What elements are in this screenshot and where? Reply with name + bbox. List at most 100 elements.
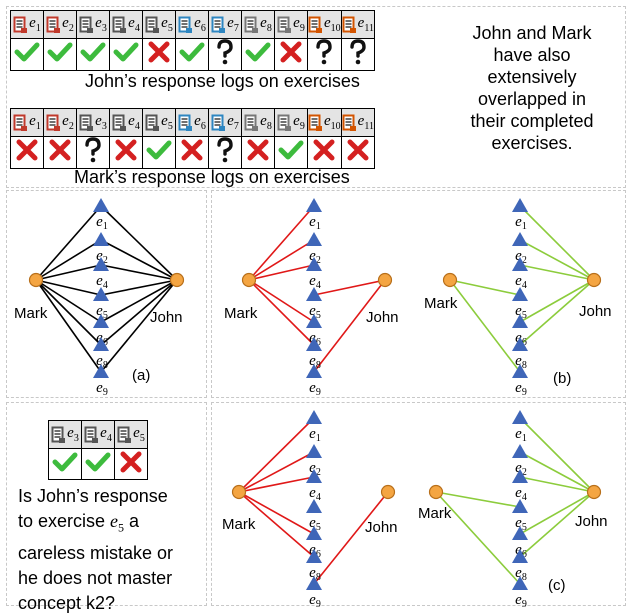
exercise-header-cell: e10: [307, 10, 342, 39]
exercise-label: e6: [194, 14, 206, 34]
mark-edge: [435, 491, 521, 585]
exercise-header-cell: e6: [175, 108, 209, 137]
exercise-node-label: e1: [96, 214, 108, 232]
john-edge: [519, 279, 595, 346]
question-icon: [85, 137, 101, 163]
exercise-node-label: e8: [96, 353, 108, 371]
exercise-node-triangle: [512, 257, 528, 271]
document-icon: [308, 16, 322, 33]
response-mark-cell: [340, 136, 375, 169]
mark-mark-row: [10, 136, 375, 169]
response-mark-cell: [274, 38, 308, 71]
john-edge: [100, 239, 178, 281]
john-edge: [519, 491, 595, 558]
document-icon: [13, 114, 28, 131]
exercise-node-label: e8: [515, 565, 527, 583]
mark-edge: [35, 279, 102, 373]
exercise-header-cell: e6: [175, 10, 209, 39]
exercise-node-triangle: [306, 576, 322, 590]
exercise-node-label: e8: [515, 353, 527, 371]
cross-icon: [280, 41, 302, 63]
john-edge: [100, 279, 178, 296]
question-icon: [350, 39, 366, 65]
john-node: [377, 272, 393, 288]
john-label: John: [365, 519, 398, 536]
exercise-node-label: e4: [515, 273, 527, 291]
check-icon: [278, 140, 304, 160]
document-icon: [46, 114, 61, 131]
check-icon: [245, 42, 271, 62]
exercise-node-triangle: [306, 257, 322, 271]
exercise-label: e9: [293, 14, 305, 34]
exercise-label: e1: [29, 14, 41, 34]
mark-edge: [248, 239, 315, 281]
mark-edge: [35, 239, 102, 281]
exercise-node-triangle: [306, 314, 322, 328]
cross-icon: [313, 139, 335, 161]
mark-label: Mark: [224, 305, 258, 322]
exercise-header-cell: e5: [142, 108, 176, 137]
john-edge: [519, 239, 595, 281]
exercise-node-triangle: [512, 499, 528, 513]
document-icon: [112, 114, 127, 131]
cross-icon: [181, 139, 203, 161]
response-mark-cell: [175, 38, 209, 71]
exercise-node-triangle: [306, 410, 322, 424]
john-edge: [100, 205, 178, 281]
exercise-label: e8: [260, 14, 272, 34]
exercise-node-triangle: [306, 198, 322, 212]
question-line: concept k2?: [18, 592, 116, 613]
response-mark-cell: [208, 38, 242, 71]
cross-icon: [347, 139, 369, 161]
document-icon: [244, 16, 259, 33]
document-icon: [211, 114, 226, 131]
document-icon: [79, 114, 94, 131]
mark-label: Mark: [222, 516, 256, 533]
exercise-node-triangle: [93, 337, 109, 351]
exercise-node-triangle: [512, 232, 528, 246]
john-edge: [519, 491, 595, 535]
document-icon: [342, 16, 356, 33]
response-mark-cell: [81, 448, 115, 480]
response-mark-cell: [340, 38, 375, 71]
cross-icon: [16, 139, 38, 161]
exercise-node-label: e4: [515, 485, 527, 503]
exercise-node-triangle: [512, 364, 528, 378]
exercise-node-triangle: [512, 469, 528, 483]
response-mark-cell: [114, 448, 148, 480]
check-icon: [146, 140, 172, 160]
mark-node: [28, 272, 44, 288]
document-icon: [342, 114, 356, 131]
document-icon: [277, 16, 292, 33]
exercise-label: e4: [128, 14, 140, 34]
john-node: [169, 272, 185, 288]
exercise-node-label: e2: [96, 248, 108, 266]
check-icon: [85, 452, 111, 471]
exercise-node-label: e5: [515, 515, 527, 533]
exercise-node-triangle: [93, 257, 109, 271]
mark-label: Mark: [424, 295, 458, 312]
exercise-node-triangle: [306, 232, 322, 246]
overlap-note-line: extensively: [487, 67, 577, 87]
mark-edge: [435, 491, 521, 508]
panel-b-tag: (b): [553, 370, 571, 387]
document-icon: [112, 16, 127, 33]
response-mark-cell: [109, 136, 143, 169]
response-mark-cell: [76, 38, 110, 71]
exercise-node-triangle: [512, 314, 528, 328]
exercise-header-cell: e2: [43, 108, 77, 137]
panel-c-tag: (c): [548, 577, 566, 594]
exercise-node-triangle: [512, 287, 528, 301]
mark-node: [231, 484, 247, 500]
document-icon: [117, 426, 132, 443]
response-mark-cell: [307, 136, 342, 169]
mark-caption: Mark’s response logs on exercises: [74, 167, 350, 187]
panel-response-logs: [6, 6, 626, 188]
mark-edge: [238, 476, 315, 493]
overlap-note-line: overlapped in: [477, 89, 587, 109]
exercise-node-triangle: [512, 444, 528, 458]
response-mark-cell: [274, 136, 308, 169]
exercise-header-cell: e5: [142, 10, 176, 39]
